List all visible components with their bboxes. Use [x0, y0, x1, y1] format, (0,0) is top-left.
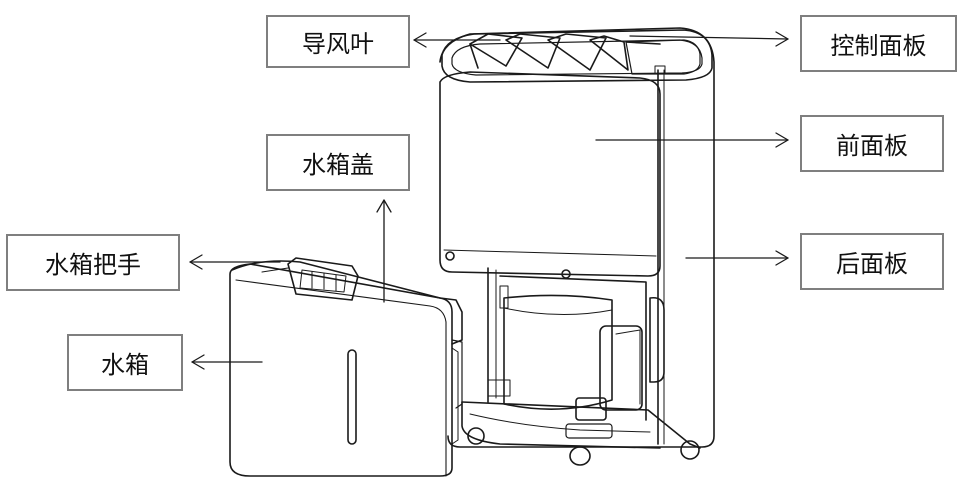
base-and-casters [461, 397, 701, 466]
label-tank-handle: 水箱把手 [6, 234, 180, 291]
tank-cavity [487, 267, 665, 421]
water-tank-drawing [229, 257, 463, 477]
label-air-deflector: 导风叶 [266, 15, 410, 68]
tank-lid [231, 260, 463, 345]
leader-arrows [189, 31, 789, 370]
arrow-control-panel [629, 35, 789, 40]
top-rim [441, 29, 713, 83]
control-panel [625, 39, 701, 75]
label-tank-lid: 水箱盖 [266, 134, 410, 191]
tank-handle [287, 257, 359, 301]
tank-body [229, 263, 453, 477]
label-front-panel: 前面板 [800, 115, 944, 172]
label-rear-panel: 后面板 [800, 233, 944, 290]
label-control-panel: 控制面板 [800, 15, 957, 72]
main-unit [439, 27, 715, 466]
water-level-window [347, 349, 357, 445]
front-panel [439, 71, 661, 277]
label-water-tank: 水箱 [67, 334, 183, 391]
rear-panel-outline [439, 27, 715, 448]
